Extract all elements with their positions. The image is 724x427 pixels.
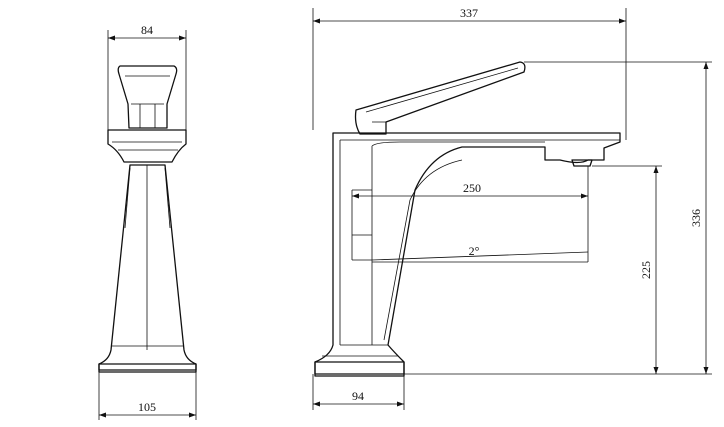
front-top-width-label: 84 <box>141 23 153 37</box>
side-aerator <box>571 159 593 167</box>
overall-height-label: 336 <box>689 209 703 227</box>
spout-reach-label: 250 <box>463 181 481 195</box>
front-base <box>98 363 197 373</box>
spout-height-label: 225 <box>639 261 653 279</box>
side-connectors <box>351 189 372 261</box>
tilt-angle-label: 2° <box>469 244 480 258</box>
side-body <box>314 132 621 377</box>
front-view: 84 105 <box>98 23 197 420</box>
front-column <box>98 164 197 371</box>
side-lever-detail <box>365 67 519 123</box>
side-body-inner <box>339 139 620 346</box>
front-handle-knob <box>117 65 178 129</box>
front-body-cap <box>107 129 187 163</box>
side-base <box>314 361 405 375</box>
side-spout-curve <box>383 159 463 341</box>
side-view: 337 336 225 250 2° 94 <box>312 6 712 410</box>
overall-length-label: 337 <box>460 6 478 20</box>
side-lever <box>354 61 526 135</box>
front-column-inner <box>111 167 184 347</box>
front-cap-detail <box>112 141 182 151</box>
base-depth-label: 94 <box>352 389 364 403</box>
front-handle-detail <box>125 75 170 128</box>
front-base-width-label: 105 <box>138 400 156 414</box>
